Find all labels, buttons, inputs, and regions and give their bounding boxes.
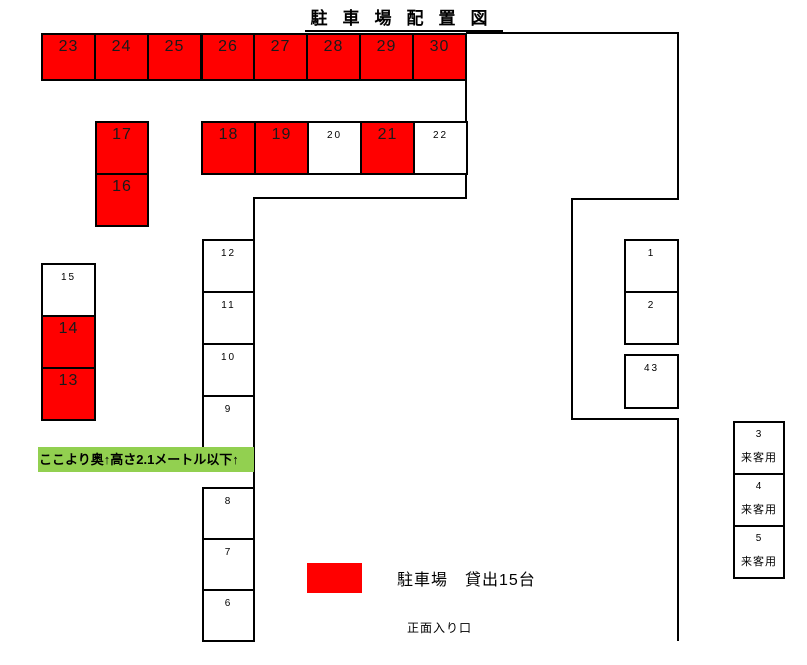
parking-space-11: 11	[202, 291, 255, 345]
col-8-6: 8 7 6	[202, 487, 255, 642]
stack-17-16: 17 16	[95, 121, 149, 227]
parking-space-2: 2	[624, 291, 679, 345]
lot-outline-notch-top	[571, 198, 679, 200]
visitor-column: 3 来客用 4 来客用 5 来客用	[733, 421, 785, 579]
legend-label: 駐車場 貸出15台	[397, 572, 536, 589]
parking-space-6: 6	[202, 589, 255, 642]
parking-space-27: 27	[253, 33, 308, 81]
parking-space-17: 17	[95, 121, 149, 175]
lot-outline-right-lower	[677, 418, 679, 641]
parking-space-22: 22	[413, 121, 468, 175]
parking-space-3-visitor: 3 来客用	[733, 421, 785, 475]
top-row: 23 24 25 26 27 28 29 30	[41, 33, 467, 81]
parking-space-4-visitor: 4 来客用	[733, 473, 785, 527]
lot-outline-inner-vertical-right	[465, 33, 467, 199]
lot-outline-top	[466, 32, 679, 34]
space-number: 4	[755, 481, 763, 492]
parking-space-8: 8	[202, 487, 255, 540]
space-number: 5	[755, 533, 763, 544]
lot-outline-inner-horizontal	[254, 197, 466, 199]
col-12-9: 12 11 10 9	[202, 239, 255, 449]
col-1-2: 1 2	[624, 239, 679, 345]
height-restriction-banner: ここより奥↑高さ2.1メートル以下↑	[38, 447, 254, 472]
parking-space-16: 16	[95, 173, 149, 227]
parking-space-21: 21	[360, 121, 415, 175]
col-15-13: 15 14 13	[41, 263, 96, 421]
parking-space-30: 30	[412, 33, 467, 81]
parking-space-24: 24	[94, 33, 149, 81]
parking-space-20: 20	[307, 121, 362, 175]
parking-space-9: 9	[202, 395, 255, 449]
parking-space-25: 25	[147, 33, 202, 81]
parking-space-18: 18	[201, 121, 256, 175]
entrance-label: 正面入り口	[407, 621, 473, 635]
space-number: 3	[755, 429, 763, 440]
visitor-label: 来客用	[741, 556, 777, 568]
parking-space-1: 1	[624, 239, 679, 293]
parking-space-29: 29	[359, 33, 414, 81]
parking-space-13: 13	[41, 367, 96, 421]
lot-outline-notch-bottom	[571, 418, 679, 420]
parking-space-26: 26	[200, 33, 255, 81]
parking-space-7: 7	[202, 538, 255, 591]
lot-outline-right-upper	[677, 32, 679, 200]
lot-outline-notch-left	[571, 198, 573, 420]
parking-space-19: 19	[254, 121, 309, 175]
parking-space-10: 10	[202, 343, 255, 397]
parking-space-28: 28	[306, 33, 361, 81]
parking-space-12: 12	[202, 239, 255, 293]
parking-space-23: 23	[41, 33, 96, 81]
parking-space-5-visitor: 5 来客用	[733, 525, 785, 579]
page-title: 駐車場配置図	[304, 4, 503, 32]
visitor-label: 来客用	[741, 452, 777, 464]
parking-space-15: 15	[41, 263, 96, 317]
visitor-label: 来客用	[741, 504, 777, 516]
parking-space-14: 14	[41, 315, 96, 369]
legend-swatch	[307, 563, 362, 593]
parking-space-43: 43	[624, 354, 679, 409]
row-18-22: 18 19 20 21 22	[201, 121, 468, 175]
